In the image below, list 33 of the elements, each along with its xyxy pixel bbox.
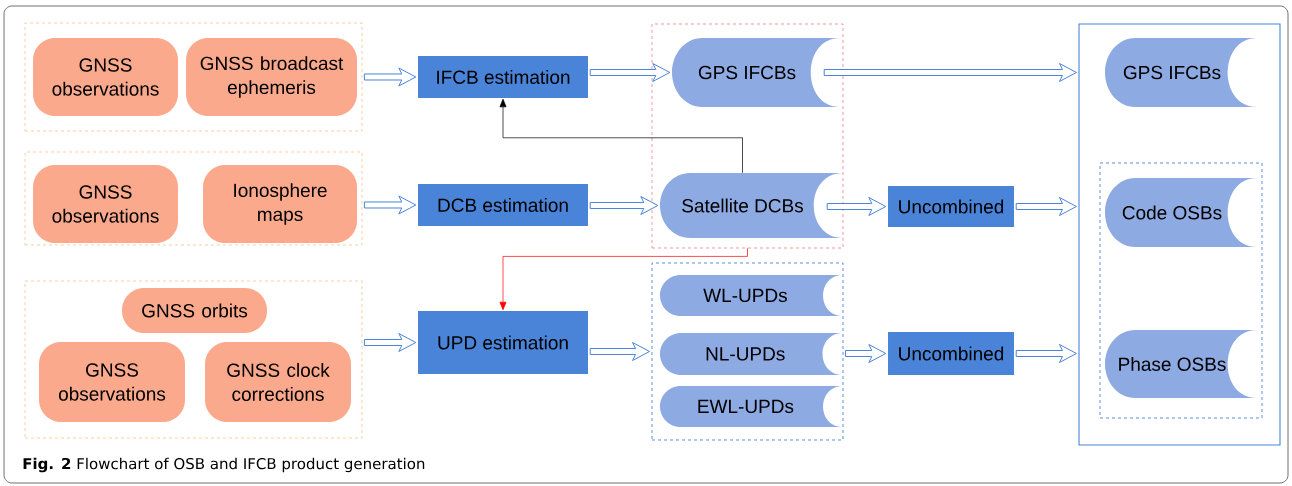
arrow	[363, 67, 417, 87]
input-data-box: GNSS orbits	[122, 288, 267, 333]
dashed-group-box	[24, 151, 363, 246]
arrow	[499, 248, 748, 311]
process-box: UPD estimation	[418, 311, 588, 374]
input-data-box: GNSS clock corrections	[205, 342, 351, 422]
arrow	[826, 197, 887, 216]
input-data-box: GNSS observations	[33, 165, 178, 243]
arrow	[1015, 344, 1077, 363]
arrow	[363, 333, 417, 352]
arrow	[1015, 197, 1077, 216]
input-data-box: GNSS observations	[39, 342, 185, 422]
arrow	[589, 196, 659, 215]
dashed-group-box	[24, 22, 363, 132]
input-data-box: GNSS observations	[33, 38, 178, 116]
arrow	[589, 63, 671, 82]
arrow	[589, 342, 651, 361]
arrow	[499, 98, 743, 174]
input-data-box: GNSS broadcast ephemeris	[186, 38, 357, 116]
output-group-box	[1078, 23, 1281, 446]
dashed-group-box	[1099, 162, 1263, 419]
arrow	[363, 195, 417, 215]
process-box: DCB estimation	[418, 184, 588, 226]
dashed-group-box	[651, 262, 844, 441]
process-box: Uncombined	[888, 186, 1014, 227]
input-data-box: Ionosphere maps	[203, 165, 357, 243]
dashed-group-box	[651, 23, 844, 249]
arrow	[823, 63, 1077, 82]
arrow	[844, 344, 887, 363]
dashed-group-box	[24, 280, 363, 439]
process-box: IFCB estimation	[418, 56, 588, 98]
process-box: Uncombined	[888, 332, 1014, 375]
figure-caption: Fig. 2 Flowchart of OSB and IFCB product generation	[23, 457, 425, 473]
